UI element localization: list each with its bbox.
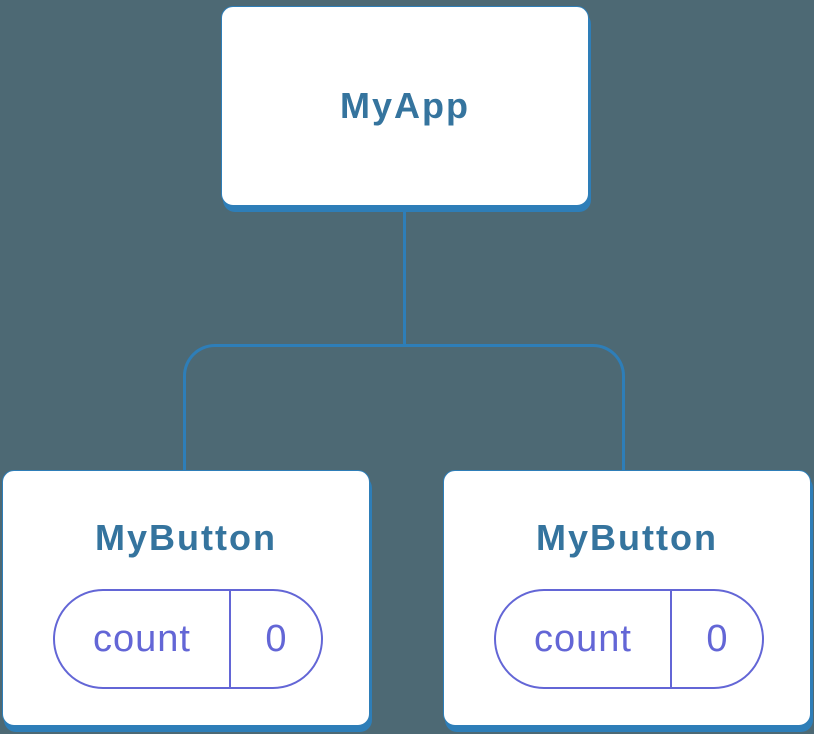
connector-branch-lines [183,344,625,470]
root-node-label: MyApp [340,85,470,126]
state-pill-right: count 0 [494,589,764,689]
child-right-label: MyButton [536,517,718,558]
tree-node-root: MyApp [221,6,589,206]
state-key-label: count [496,591,672,687]
state-value: 0 [265,617,287,660]
state-key-label: count [55,591,231,687]
tree-node-child-left: MyButton count 0 [2,470,370,726]
tree-node-child-right: MyButton count 0 [443,470,811,726]
child-left-label: MyButton [95,517,277,558]
connector-stem-line [403,208,406,346]
state-pill-left: count 0 [53,589,323,689]
state-value: 0 [706,617,728,660]
